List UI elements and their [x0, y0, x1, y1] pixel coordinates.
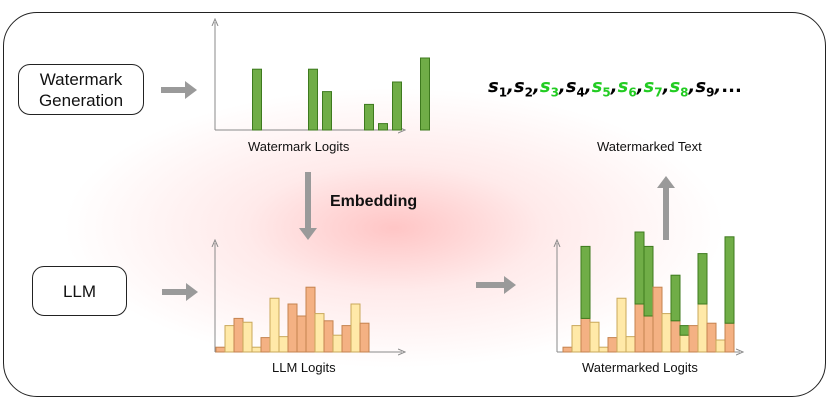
- watermarked-base-bar: [688, 325, 699, 353]
- watermarked-base-bar: [616, 297, 627, 353]
- watermark-logit-bar: [420, 57, 430, 131]
- watermarked-base-bar: [697, 303, 708, 353]
- llm-box: LLM: [32, 266, 127, 316]
- llm-logit-bar: [224, 325, 235, 353]
- watermarked-base-bar: [634, 303, 645, 353]
- watermarked-token-sequence: s1,s2,s3,s4,s5,s6,s7,s8,s9,...: [488, 76, 742, 100]
- watermarked-base-bar: [580, 317, 591, 353]
- sequence-comma: ,: [714, 76, 722, 97]
- watermarked-boost-bar: [679, 325, 690, 336]
- sequence-comma: ,: [610, 76, 618, 97]
- sequence-token: s3: [539, 76, 559, 100]
- llm-logit-bar: [260, 337, 271, 353]
- watermarked-base-bar: [562, 346, 573, 353]
- llm-logit-bar: [323, 320, 334, 353]
- llm-logit-bar: [242, 321, 253, 353]
- arrow-to-watermark-logits: [161, 81, 197, 99]
- llm-logit-bar: [314, 313, 325, 353]
- watermarked-boost-bar: [670, 274, 681, 322]
- arrow-to-watermarked-logits: [476, 276, 516, 294]
- watermarked-base-bar: [661, 313, 672, 353]
- watermarked-base-bar: [607, 337, 618, 353]
- sequence-comma: ,: [507, 76, 514, 97]
- watermarked-boost-bar: [724, 236, 735, 324]
- watermarked-base-bar: [571, 325, 582, 353]
- llm-logit-bar: [278, 336, 289, 353]
- sequence-comma: ,: [558, 76, 566, 97]
- watermarked-logits-caption: Watermarked Logits: [582, 360, 698, 375]
- watermark-generation-line2: Generation: [38, 90, 124, 110]
- sequence-token: s9: [695, 76, 715, 100]
- sequence-token: s7: [643, 76, 663, 100]
- sequence-token: s4: [565, 76, 585, 100]
- llm-logit-bar: [251, 346, 262, 353]
- arrow-to-watermarked-text: [657, 176, 675, 240]
- arrow-llm-to-logits: [162, 283, 198, 301]
- llm-logit-bar: [287, 303, 298, 353]
- watermarked-base-bar: [652, 286, 663, 353]
- watermark-logits-caption: Watermark Logits: [248, 139, 350, 154]
- sequence-comma: ,: [688, 76, 696, 97]
- llm-logit-bar: [233, 317, 244, 353]
- llm-logit-bar: [359, 322, 370, 353]
- watermark-generation-box: Watermark Generation: [18, 64, 144, 115]
- watermark-logit-bar: [308, 68, 318, 131]
- watermarked-text-caption: Watermarked Text: [597, 139, 702, 154]
- watermark-logit-bar: [378, 123, 388, 131]
- llm-logit-bar: [269, 297, 280, 353]
- llm-logit-bar: [305, 286, 316, 353]
- watermarked-base-bar: [598, 346, 609, 353]
- llm-logit-bar: [296, 315, 307, 353]
- sequence-token: s1: [488, 76, 508, 100]
- llm-logits-caption: LLM Logits: [272, 360, 336, 375]
- sequence-comma: ,: [533, 76, 540, 97]
- sequence-token: s6: [617, 76, 637, 100]
- sequence-ellipsis: ...: [721, 76, 742, 97]
- watermarked-base-bar: [724, 322, 735, 353]
- sequence-comma: ,: [662, 76, 670, 97]
- watermark-logit-bar: [252, 68, 262, 131]
- watermarked-base-bar: [670, 320, 681, 353]
- watermarked-boost-bar: [643, 245, 654, 317]
- sequence-token: s8: [669, 76, 689, 100]
- llm-logit-bar: [215, 346, 226, 353]
- sequence-comma: ,: [584, 76, 592, 97]
- watermark-generation-line1: Watermark: [39, 69, 123, 89]
- embedding-label: Embedding: [330, 193, 418, 210]
- watermarked-base-bar: [589, 321, 600, 353]
- llm-logit-bar: [332, 334, 343, 353]
- sequence-token: s2: [513, 76, 533, 100]
- watermark-logit-bar: [364, 103, 374, 131]
- watermarked-base-bar: [679, 334, 690, 353]
- watermarked-base-bar: [625, 336, 636, 353]
- watermarked-base-bar: [706, 322, 717, 353]
- watermarked-base-bar: [715, 339, 726, 353]
- sequence-token: s5: [591, 76, 611, 100]
- watermark-logit-bar: [392, 81, 402, 131]
- watermarked-base-bar: [643, 315, 654, 353]
- llm-label: LLM: [62, 281, 97, 301]
- sequence-comma: ,: [636, 76, 644, 97]
- llm-logit-bar: [341, 325, 352, 353]
- embedding-arrow: [299, 172, 317, 240]
- llm-logit-bar: [350, 303, 361, 353]
- watermarked-boost-bar: [697, 253, 708, 305]
- watermarked-boost-bar: [634, 231, 645, 305]
- watermarked-boost-bar: [580, 245, 591, 319]
- watermark-logit-bar: [322, 91, 332, 131]
